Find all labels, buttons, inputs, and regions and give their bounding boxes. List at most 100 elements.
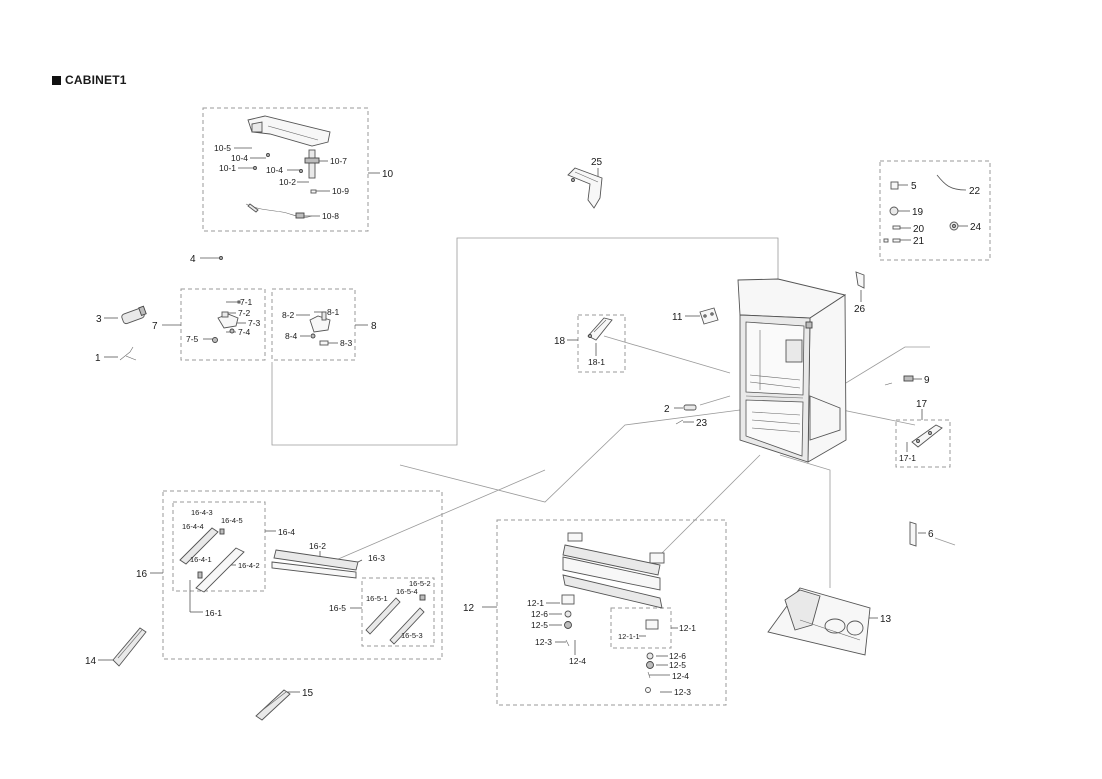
box-18 — [577, 314, 626, 373]
label-11: 11 — [672, 312, 683, 323]
label-7-1: 7-1 — [240, 297, 253, 307]
base-tray-13 — [767, 587, 871, 656]
part-9 — [884, 375, 914, 386]
label-12-6a: 12-6 — [531, 609, 548, 619]
label-12-4a: 12-4 — [569, 656, 586, 666]
label-12: 12 — [463, 603, 475, 614]
section-title-text: CABINET1 — [65, 73, 127, 87]
part-11 — [699, 307, 719, 325]
label-16-4-2: 16-4-2 — [238, 561, 260, 570]
label-7: 7 — [152, 321, 158, 332]
label-15: 15 — [302, 688, 314, 699]
label-18: 18 — [554, 336, 566, 347]
part-4 — [219, 256, 223, 260]
label-9: 9 — [924, 375, 930, 386]
label-17: 17 — [916, 399, 928, 410]
label-10-2: 10-2 — [279, 177, 296, 187]
box-7 — [180, 288, 266, 361]
label-8: 8 — [371, 321, 377, 332]
label-3: 3 — [96, 314, 102, 325]
label-16-5: 16-5 — [329, 603, 346, 613]
label-2: 2 — [664, 404, 670, 415]
label-8-3: 8-3 — [340, 338, 353, 348]
label-21: 21 — [913, 236, 925, 247]
label-12-5a: 12-5 — [531, 620, 548, 630]
label-13: 13 — [880, 614, 892, 625]
label-24: 24 — [970, 222, 982, 233]
label-12-5b: 12-5 — [669, 660, 686, 670]
box-10 — [202, 107, 369, 232]
hinge-parts-8 — [309, 311, 331, 346]
part-17 — [911, 424, 943, 448]
label-10-4b: 10-4 — [266, 165, 283, 175]
label-7-5: 7-5 — [186, 334, 199, 344]
label-19: 19 — [912, 207, 924, 218]
connector-lines — [271, 237, 956, 588]
parts-2-23 — [675, 404, 697, 425]
label-12-1b: 12-1 — [679, 623, 696, 633]
label-17-1: 17-1 — [899, 453, 916, 463]
label-12-1a: 12-1 — [527, 598, 544, 608]
part-18 — [587, 317, 613, 341]
label-16-4-5: 16-4-5 — [221, 516, 243, 525]
label-12-3b: 12-3 — [674, 687, 691, 697]
label-16-5-1: 16-5-1 — [366, 594, 388, 603]
label-8-2: 8-2 — [282, 310, 295, 320]
group-boxes — [162, 107, 991, 706]
label-25: 25 — [591, 157, 603, 168]
label-16-4-3: 16-4-3 — [191, 508, 213, 517]
label-7-3: 7-3 — [248, 318, 261, 328]
label-22: 22 — [969, 186, 981, 197]
box-12 — [496, 519, 727, 706]
title-square-icon — [52, 75, 61, 85]
label-16-5-2: 16-5-2 — [409, 579, 431, 588]
label-1: 1 — [95, 353, 101, 364]
label-10-8: 10-8 — [322, 211, 339, 221]
label-20: 20 — [913, 224, 925, 235]
label-16-4-1: 16-4-1 — [190, 555, 212, 564]
label-12-4b: 12-4 — [672, 671, 689, 681]
label-18-1: 18-1 — [588, 357, 605, 367]
label-12-6b: 12-6 — [669, 651, 686, 661]
label-10: 10 — [382, 169, 394, 180]
label-16-1: 16-1 — [205, 608, 222, 618]
label-10-7: 10-7 — [330, 156, 347, 166]
small-parts-group — [883, 181, 959, 243]
label-4: 4 — [190, 254, 196, 265]
label-26: 26 — [854, 304, 866, 315]
box-16-5 — [361, 577, 435, 647]
rail-15 — [255, 689, 291, 721]
label-16-2: 16-2 — [309, 541, 326, 551]
part-3 — [121, 305, 147, 325]
label-16: 16 — [136, 569, 148, 580]
label-10-5: 10-5 — [214, 143, 231, 153]
drawer-rails-16 — [179, 527, 426, 645]
label-6: 6 — [928, 529, 934, 540]
label-12-1-1: 12-1-1 — [618, 632, 640, 641]
label-8-4: 8-4 — [285, 331, 298, 341]
part-labels: 10 10-5 10-4 10-1 10-4 10-2 10-7 10-9 10… — [85, 143, 982, 699]
label-16-3: 16-3 — [368, 553, 385, 563]
label-7-2: 7-2 — [238, 308, 251, 318]
refrigerator-cabinet — [737, 278, 847, 463]
drawer-frame-12 — [561, 532, 665, 693]
box-12-1 — [610, 607, 672, 649]
box-16-4 — [172, 501, 266, 592]
section-title: CABINET1 — [52, 73, 127, 87]
rail-14 — [112, 627, 147, 667]
label-10-9: 10-9 — [332, 186, 349, 196]
label-23: 23 — [696, 418, 708, 429]
part-25 — [567, 167, 603, 209]
label-16-4: 16-4 — [278, 527, 295, 537]
label-5: 5 — [911, 181, 917, 192]
part-6 — [909, 521, 917, 547]
label-16-5-3: 16-5-3 — [401, 631, 423, 640]
label-10-1: 10-1 — [219, 163, 236, 173]
label-14: 14 — [85, 656, 97, 667]
hinge-bracket-10 — [245, 115, 331, 219]
part-26 — [855, 271, 865, 289]
label-12-3a: 12-3 — [535, 637, 552, 647]
part-1 — [119, 346, 137, 361]
